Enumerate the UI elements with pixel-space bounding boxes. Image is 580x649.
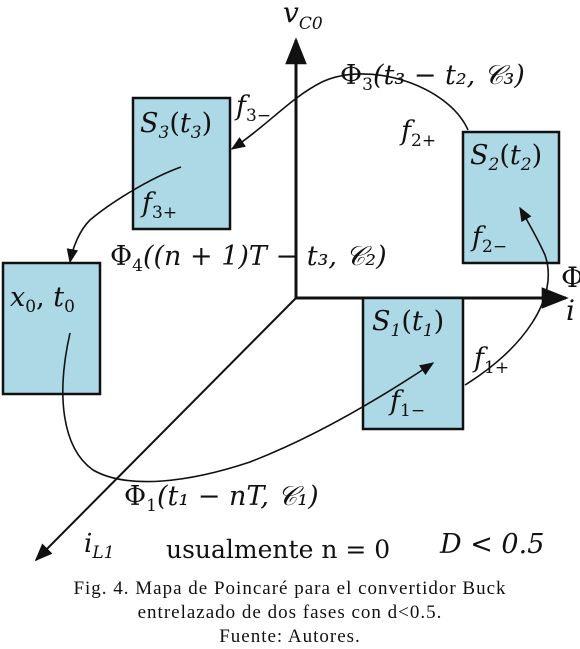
phi1-trajectory: [62, 332, 435, 483]
s3-label: S3(t3): [140, 108, 212, 143]
caption-line-2: entrelazado de dos fases con d<0.5.: [138, 602, 443, 623]
box-s3: [131, 96, 232, 231]
state-boxes: [1, 96, 561, 431]
figure-caption: Fig. 4. Mapa de Poincaré para el convert…: [73, 578, 506, 647]
s1-label: S1(t1): [372, 306, 444, 341]
caption-line-3: Fuente: Autores.: [219, 626, 361, 647]
phi3-label: Φ3(t₃ − t₂, 𝒞₃): [340, 60, 525, 95]
vertical-axis-label: vC0: [283, 0, 323, 34]
box-labels: S3(t3) f3+ S2(t2) f2− S1(t1) f1− x0, t0: [10, 108, 542, 421]
trajectories: [62, 73, 550, 483]
usual-note: usualmente n = 0: [166, 535, 390, 564]
f2plus-label: f2+: [399, 116, 436, 151]
horizontal-axis-bottom-label: i: [566, 294, 575, 327]
x0-label: x0, t0: [10, 282, 75, 317]
f3minus-label: f3−: [234, 91, 271, 126]
horizontal-axis-top-label: Φ: [561, 261, 580, 294]
phi3-trajectory: [230, 73, 469, 150]
phi1-label: Φ1(t₁ − nT, 𝒞₁): [124, 481, 319, 516]
f1plus-label: f1+: [472, 343, 509, 378]
box-x0: [1, 261, 102, 396]
phi4-label: Φ4((n + 1)T − t₃, 𝒞₂): [110, 241, 387, 276]
caption-line-1: Fig. 4. Mapa de Poincaré para el convert…: [73, 578, 506, 599]
axis-labels: vC0 Φ i iL1: [84, 0, 580, 563]
phi4-trajectory: [66, 166, 182, 264]
box-s1: [361, 296, 465, 431]
diagonal-axis: [34, 297, 297, 562]
box-s2: [461, 130, 561, 265]
phi2-trajectory: [464, 206, 550, 386]
s2-flow-label: f2−: [470, 222, 507, 257]
map-labels: Φ3(t₃ − t₂, 𝒞₃) Φ4((n + 1)T − t₃, 𝒞₂) Φ1…: [110, 60, 525, 516]
condition-note: D < 0.5: [439, 529, 544, 560]
diagonal-axis-label: iL1: [84, 529, 114, 563]
s2-label: S2(t2): [470, 140, 542, 175]
